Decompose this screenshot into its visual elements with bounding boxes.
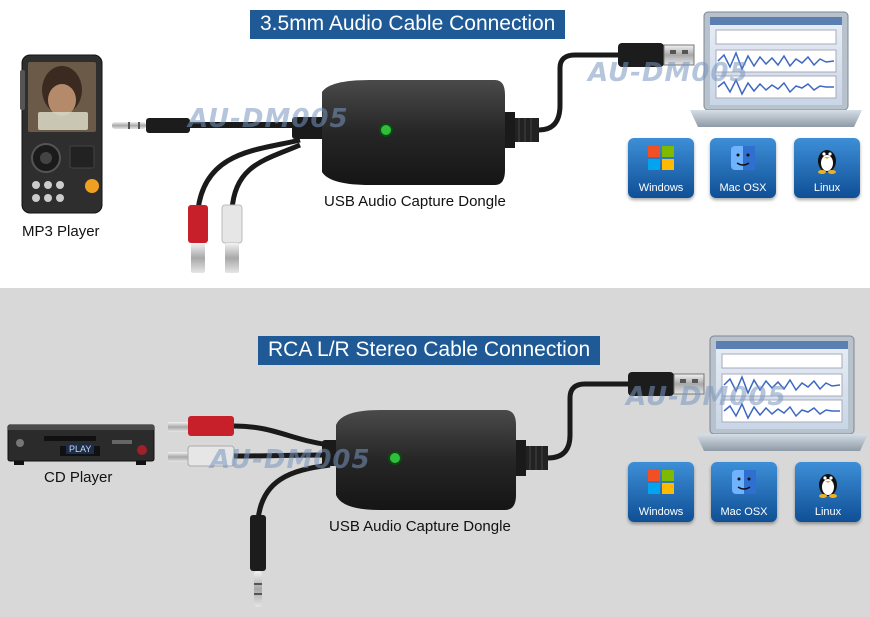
laptop-image-bottom [696, 335, 868, 451]
windows-logo-icon [628, 468, 694, 502]
rca-white-plug [221, 204, 243, 273]
rca-red-plug [188, 205, 208, 273]
watermark-dongle-bottom: AU-DM005 [210, 445, 371, 475]
top-section-title: 3.5mm Audio Cable Connection [250, 10, 566, 39]
aux-cable-bottom [255, 462, 331, 521]
mp3-player-label: MP3 Player [22, 223, 100, 240]
rca-white-wire [229, 142, 301, 211]
usb-plug-image [618, 43, 695, 67]
mac-label: Mac OSX [719, 182, 767, 194]
windows-tile: Windows [628, 138, 694, 198]
rca-white-wire-bottom [233, 452, 331, 459]
usb-dongle-image [292, 80, 539, 185]
mac-face-icon [710, 144, 776, 178]
cd-player-label: CD Player [44, 469, 113, 486]
windows-tile-bottom: Windows [628, 462, 694, 522]
usb-dongle-image-bottom [322, 410, 548, 510]
linux-tile-bottom: Linux [795, 462, 861, 522]
mac-label: Mac OSX [720, 506, 768, 518]
mac-tile-bottom: Mac OSX [711, 462, 777, 522]
mp3-player-image [20, 54, 103, 214]
rca-red-wire [195, 137, 301, 211]
dongle-label-bottom: USB Audio Capture Dongle [329, 518, 511, 535]
windows-logo-icon [628, 144, 694, 178]
aux-plug-bottom [250, 515, 266, 607]
windows-label: Windows [638, 182, 684, 194]
cd-display-text: PLAY [66, 444, 95, 454]
tux-penguin-icon [795, 468, 861, 504]
dongle-label-top: USB Audio Capture Dongle [324, 193, 506, 210]
mac-tile: Mac OSX [710, 138, 776, 198]
watermark-usb-top: AU-DM005 [588, 58, 749, 88]
windows-label: Windows [638, 506, 684, 518]
rca-white-plug-bottom [168, 445, 235, 467]
rca-red-plug-bottom [168, 416, 234, 436]
usb-cable-bottom [547, 381, 630, 461]
bottom-section-title: RCA L/R Stereo Cable Connection [258, 336, 601, 365]
linux-label: Linux [813, 182, 841, 194]
usb-plug-image-bottom [628, 372, 705, 396]
watermark-dongle-top: AU-DM005 [188, 104, 349, 134]
tux-penguin-icon [794, 144, 860, 180]
rca-red-wire-bottom [233, 423, 331, 448]
usb-cable [538, 52, 620, 133]
watermark-usb-bottom: AU-DM005 [626, 382, 787, 412]
laptop-image [690, 11, 862, 127]
linux-label: Linux [814, 506, 842, 518]
mac-face-icon [711, 468, 777, 502]
aux-plug-image [112, 118, 190, 133]
linux-tile: Linux [794, 138, 860, 198]
